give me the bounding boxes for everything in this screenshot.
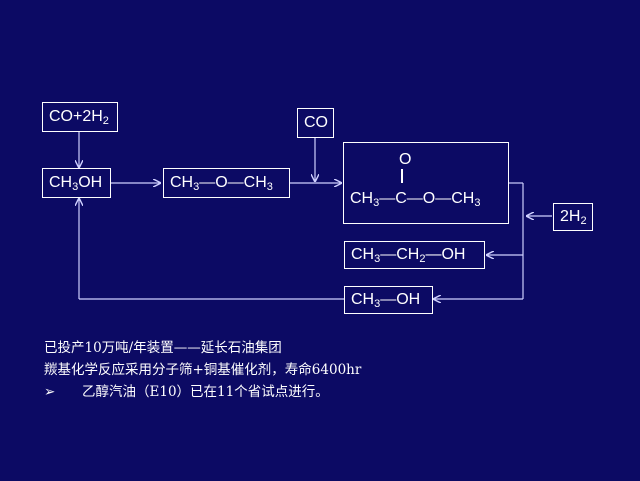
dme-label: CH3—O—CH3 bbox=[170, 174, 273, 193]
methanol-out-box: CH3—OH bbox=[344, 286, 433, 314]
dme-box: CH3—O—CH3 bbox=[163, 168, 290, 198]
syngas-box: CO+2H2 bbox=[42, 102, 118, 132]
syngas-label: CO+2H2 bbox=[49, 108, 109, 127]
ethanol-box: CH3—CH2—OH bbox=[344, 241, 485, 269]
carbonyl-bond bbox=[401, 169, 403, 183]
co-label: CO bbox=[304, 114, 328, 131]
methyl-acetate-label: CH3—C—O—CH3 bbox=[350, 190, 481, 209]
bullet-arrow-icon: ➢ bbox=[44, 384, 56, 400]
notes-block: 已投产10万吨/年装置——延长石油集团 羰基化学反应采用分子筛+铜基催化剂，寿命… bbox=[44, 337, 361, 403]
note-line-1: 已投产10万吨/年装置——延长石油集团 bbox=[44, 340, 282, 356]
hydrogen-label: 2H2 bbox=[560, 208, 587, 227]
methanol-label: CH3OH bbox=[49, 174, 103, 193]
note-line-2: 羰基化学反应采用分子筛+铜基催化剂，寿命6400hr bbox=[44, 362, 362, 378]
hydrogen-box: 2H2 bbox=[553, 203, 593, 231]
methanol-out-label: CH3—OH bbox=[351, 291, 421, 310]
methanol-box: CH3OH bbox=[42, 168, 111, 198]
co-box: CO bbox=[297, 108, 334, 138]
note-line-3-text: 乙醇汽油（E10）已在11个省试点进行。 bbox=[82, 384, 329, 400]
ethanol-label: CH3—CH2—OH bbox=[351, 246, 466, 265]
methyl-acetate-box: O CH3—C—O—CH3 bbox=[343, 142, 509, 224]
carbonyl-oxygen-label: O bbox=[399, 151, 412, 168]
note-line-3: ➢ 乙醇汽油（E10）已在11个省试点进行。 bbox=[44, 381, 361, 403]
